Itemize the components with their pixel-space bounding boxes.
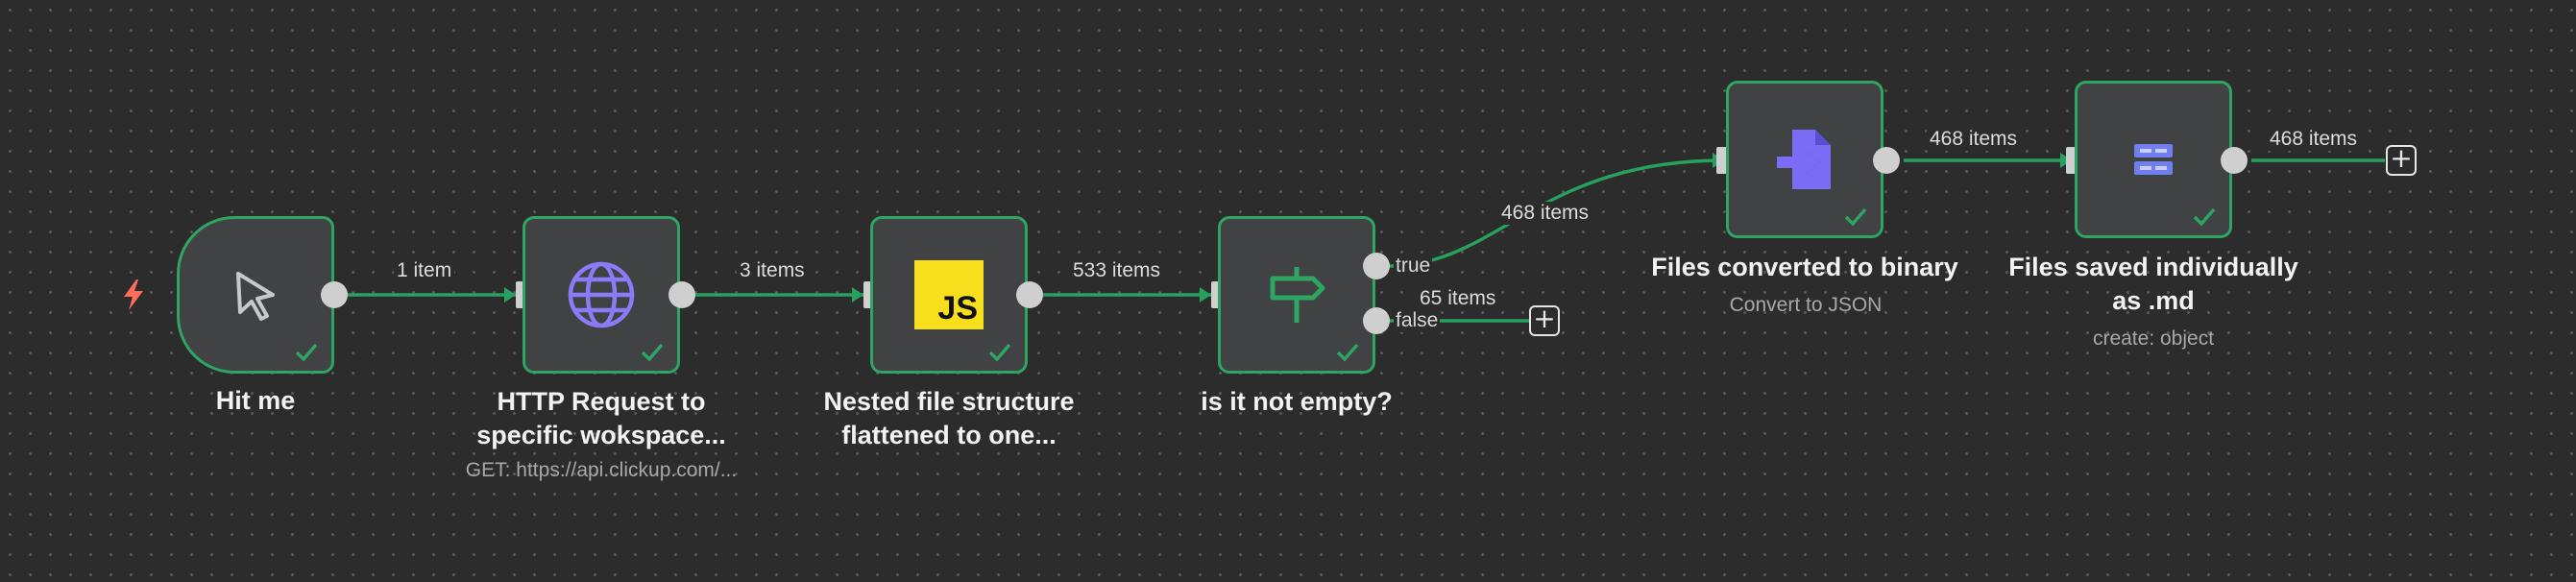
output-handle[interactable] [668, 281, 695, 308]
add-node-button[interactable]: + [1529, 305, 1560, 336]
node-title: Hit me [215, 386, 296, 415]
edge-label-convert-save: 468 items [1927, 128, 2021, 151]
node-title-line2: flattened to one... [841, 421, 1057, 449]
node-save-files-md[interactable] [2075, 81, 2232, 238]
edge-label-trigger-http: 1 item [394, 259, 455, 282]
node-if-not-empty[interactable] [1218, 216, 1375, 374]
success-check-icon [295, 343, 318, 361]
storage-icon [2134, 144, 2173, 175]
signpost-icon [1270, 267, 1325, 323]
success-check-icon [988, 343, 1011, 361]
output-handle-false[interactable] [1363, 307, 1390, 334]
node-subtitle: GET: https://api.clickup.com/... [465, 459, 738, 481]
arrow-head [504, 287, 516, 303]
branch-label-false: false [1394, 309, 1441, 332]
arrow-head [1200, 287, 1211, 303]
success-check-icon [2193, 207, 2216, 226]
node-convert-to-binary[interactable] [1726, 81, 1883, 238]
output-handle-true[interactable] [1363, 253, 1390, 279]
trigger-bolt-icon [124, 279, 143, 310]
node-title: Files converted to binary [1651, 253, 1958, 281]
javascript-icon-label: JS [937, 290, 978, 327]
node-title-line1: Nested file structure [823, 387, 1075, 416]
node-subtitle: Convert to JSON [1729, 294, 1883, 316]
output-handle[interactable] [321, 281, 348, 308]
edge-label-if-false: 65 items [1417, 287, 1499, 310]
globe-icon [568, 261, 635, 328]
edge-label-code-if: 533 items [1070, 259, 1164, 282]
add-node-button[interactable]: + [2386, 145, 2417, 176]
node-title: is it not empty? [1201, 387, 1393, 416]
cursor-icon [236, 272, 275, 321]
node-http-request[interactable] [522, 216, 680, 374]
input-handle[interactable] [1716, 147, 1728, 174]
node-title-line2: specific wokspace... [476, 421, 726, 449]
success-check-icon [1336, 343, 1359, 361]
node-code-flatten[interactable]: JS [870, 216, 1028, 374]
node-title-line1: Files saved individually [2008, 253, 2298, 281]
branch-label-true: true [1394, 255, 1433, 278]
edge-label-http-code: 3 items [737, 259, 808, 282]
output-handle[interactable] [1873, 147, 1900, 174]
file-import-icon [1777, 130, 1831, 189]
output-handle[interactable] [1016, 281, 1043, 308]
arrow-head [852, 287, 863, 303]
edge-label-if-true: 468 items [1498, 202, 1592, 225]
success-check-icon [641, 343, 664, 361]
node-trigger-hit-me[interactable] [177, 216, 334, 374]
edge-label-save-out: 468 items [2267, 128, 2361, 151]
output-handle[interactable] [2221, 147, 2248, 174]
node-title-line1: HTTP Request to [497, 387, 706, 416]
node-subtitle: create: object [2092, 327, 2215, 350]
javascript-icon: JS [914, 260, 984, 329]
success-check-icon [1844, 207, 1867, 226]
node-title-line2: as .md [2112, 286, 2195, 315]
